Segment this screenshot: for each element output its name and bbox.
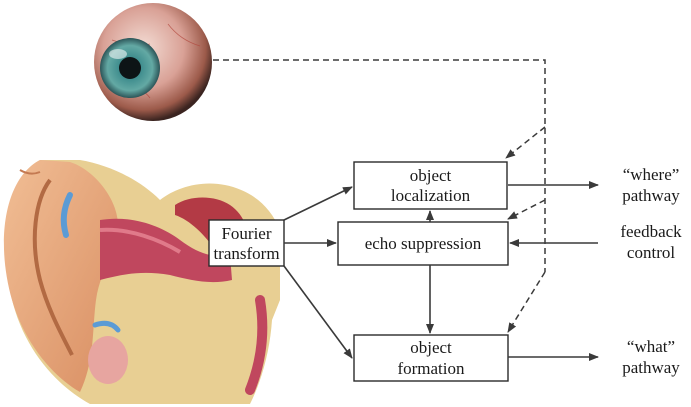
arrow-fourier-to-formation [284,266,352,358]
object-localization-box: object localization [354,162,507,209]
echo-suppression-label: echo suppression [365,234,482,253]
echo-suppression-box: echo suppression [338,222,508,265]
where-label-line1: “where” [623,165,680,184]
ear-anatomy-illustration [4,160,280,404]
feedback-label-line1: feedback [620,222,682,241]
localization-label-line2: localization [391,186,471,205]
eyeball-illustration [94,3,212,121]
localization-label-line1: object [410,166,452,185]
fourier-label-line1: Fourier [221,224,271,243]
feedback-control-label: feedback control [620,222,682,262]
what-pathway-label: “what” pathway [622,337,680,377]
formation-label-line1: object [410,338,452,357]
arrow-fourier-to-localization [284,187,352,220]
fourier-label-line2: transform [213,244,279,263]
what-label-line2: pathway [622,358,680,377]
formation-label-line2: formation [397,359,465,378]
object-formation-box: object formation [354,335,508,381]
where-pathway-label: “where” pathway [622,165,680,205]
what-label-line1: “what” [627,337,675,356]
where-label-line2: pathway [622,186,680,205]
fourier-transform-box: Fourier transform [209,220,284,266]
feedback-label-line2: control [627,243,675,262]
